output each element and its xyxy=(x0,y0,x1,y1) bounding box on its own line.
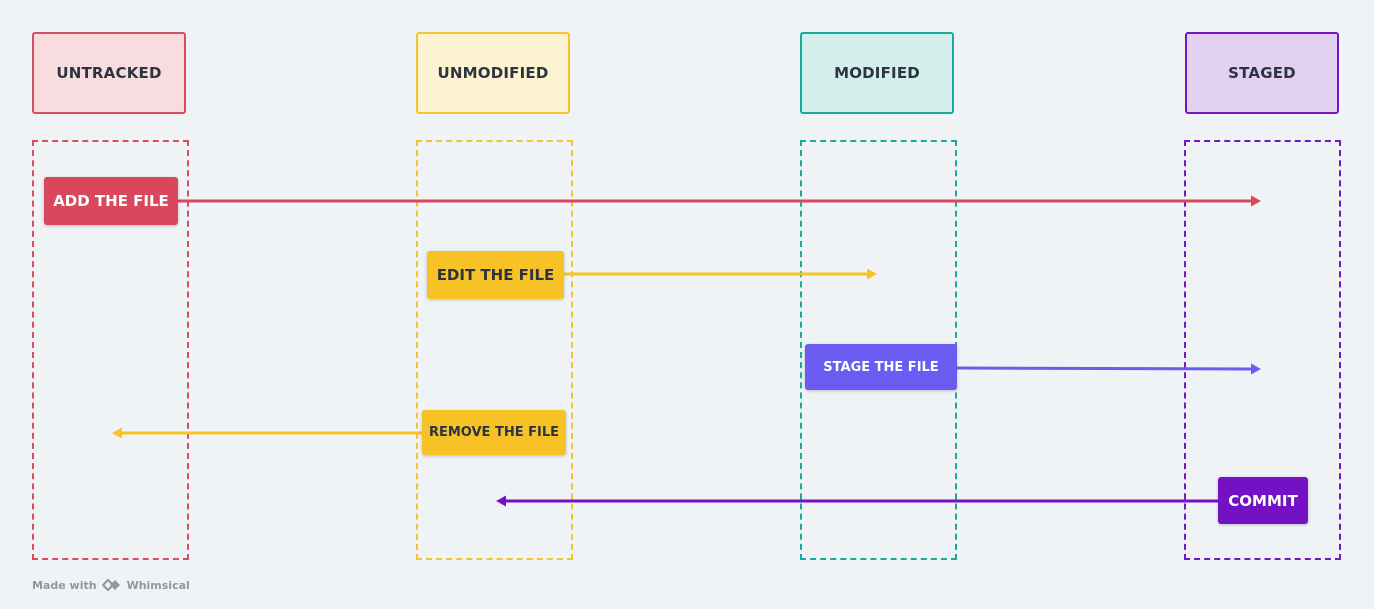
action-edit-the-file: EDIT THE FILE xyxy=(427,251,564,299)
action-remove-the-file: REMOVE THE FILE xyxy=(422,410,566,455)
lane-header-modified: MODIFIED xyxy=(800,32,954,114)
made-with-label: Made with xyxy=(32,578,97,592)
lane-header-staged: STAGED xyxy=(1185,32,1339,114)
whimsical-logo-icon xyxy=(101,577,123,593)
made-with-whimsical[interactable]: Made with Whimsical xyxy=(32,576,190,594)
arrow-stage-the-file xyxy=(956,363,1261,375)
action-add-the-file: ADD THE FILE xyxy=(44,177,178,225)
lane-header-untracked: UNTRACKED xyxy=(32,32,186,114)
lane-header-unmodified: UNMODIFIED xyxy=(416,32,570,114)
whimsical-brand-label: Whimsical xyxy=(126,578,190,592)
lane-body-unmodified xyxy=(416,140,573,560)
action-commit: COMMIT xyxy=(1218,477,1308,524)
arrow-remove-the-file xyxy=(112,427,422,439)
arrow-add-the-file xyxy=(178,195,1261,207)
arrow-commit xyxy=(496,495,1218,507)
action-stage-the-file: STAGE THE FILE xyxy=(805,344,957,390)
lane-body-staged xyxy=(1184,140,1341,560)
lane-body-untracked xyxy=(32,140,189,560)
arrow-edit-the-file xyxy=(564,268,877,280)
